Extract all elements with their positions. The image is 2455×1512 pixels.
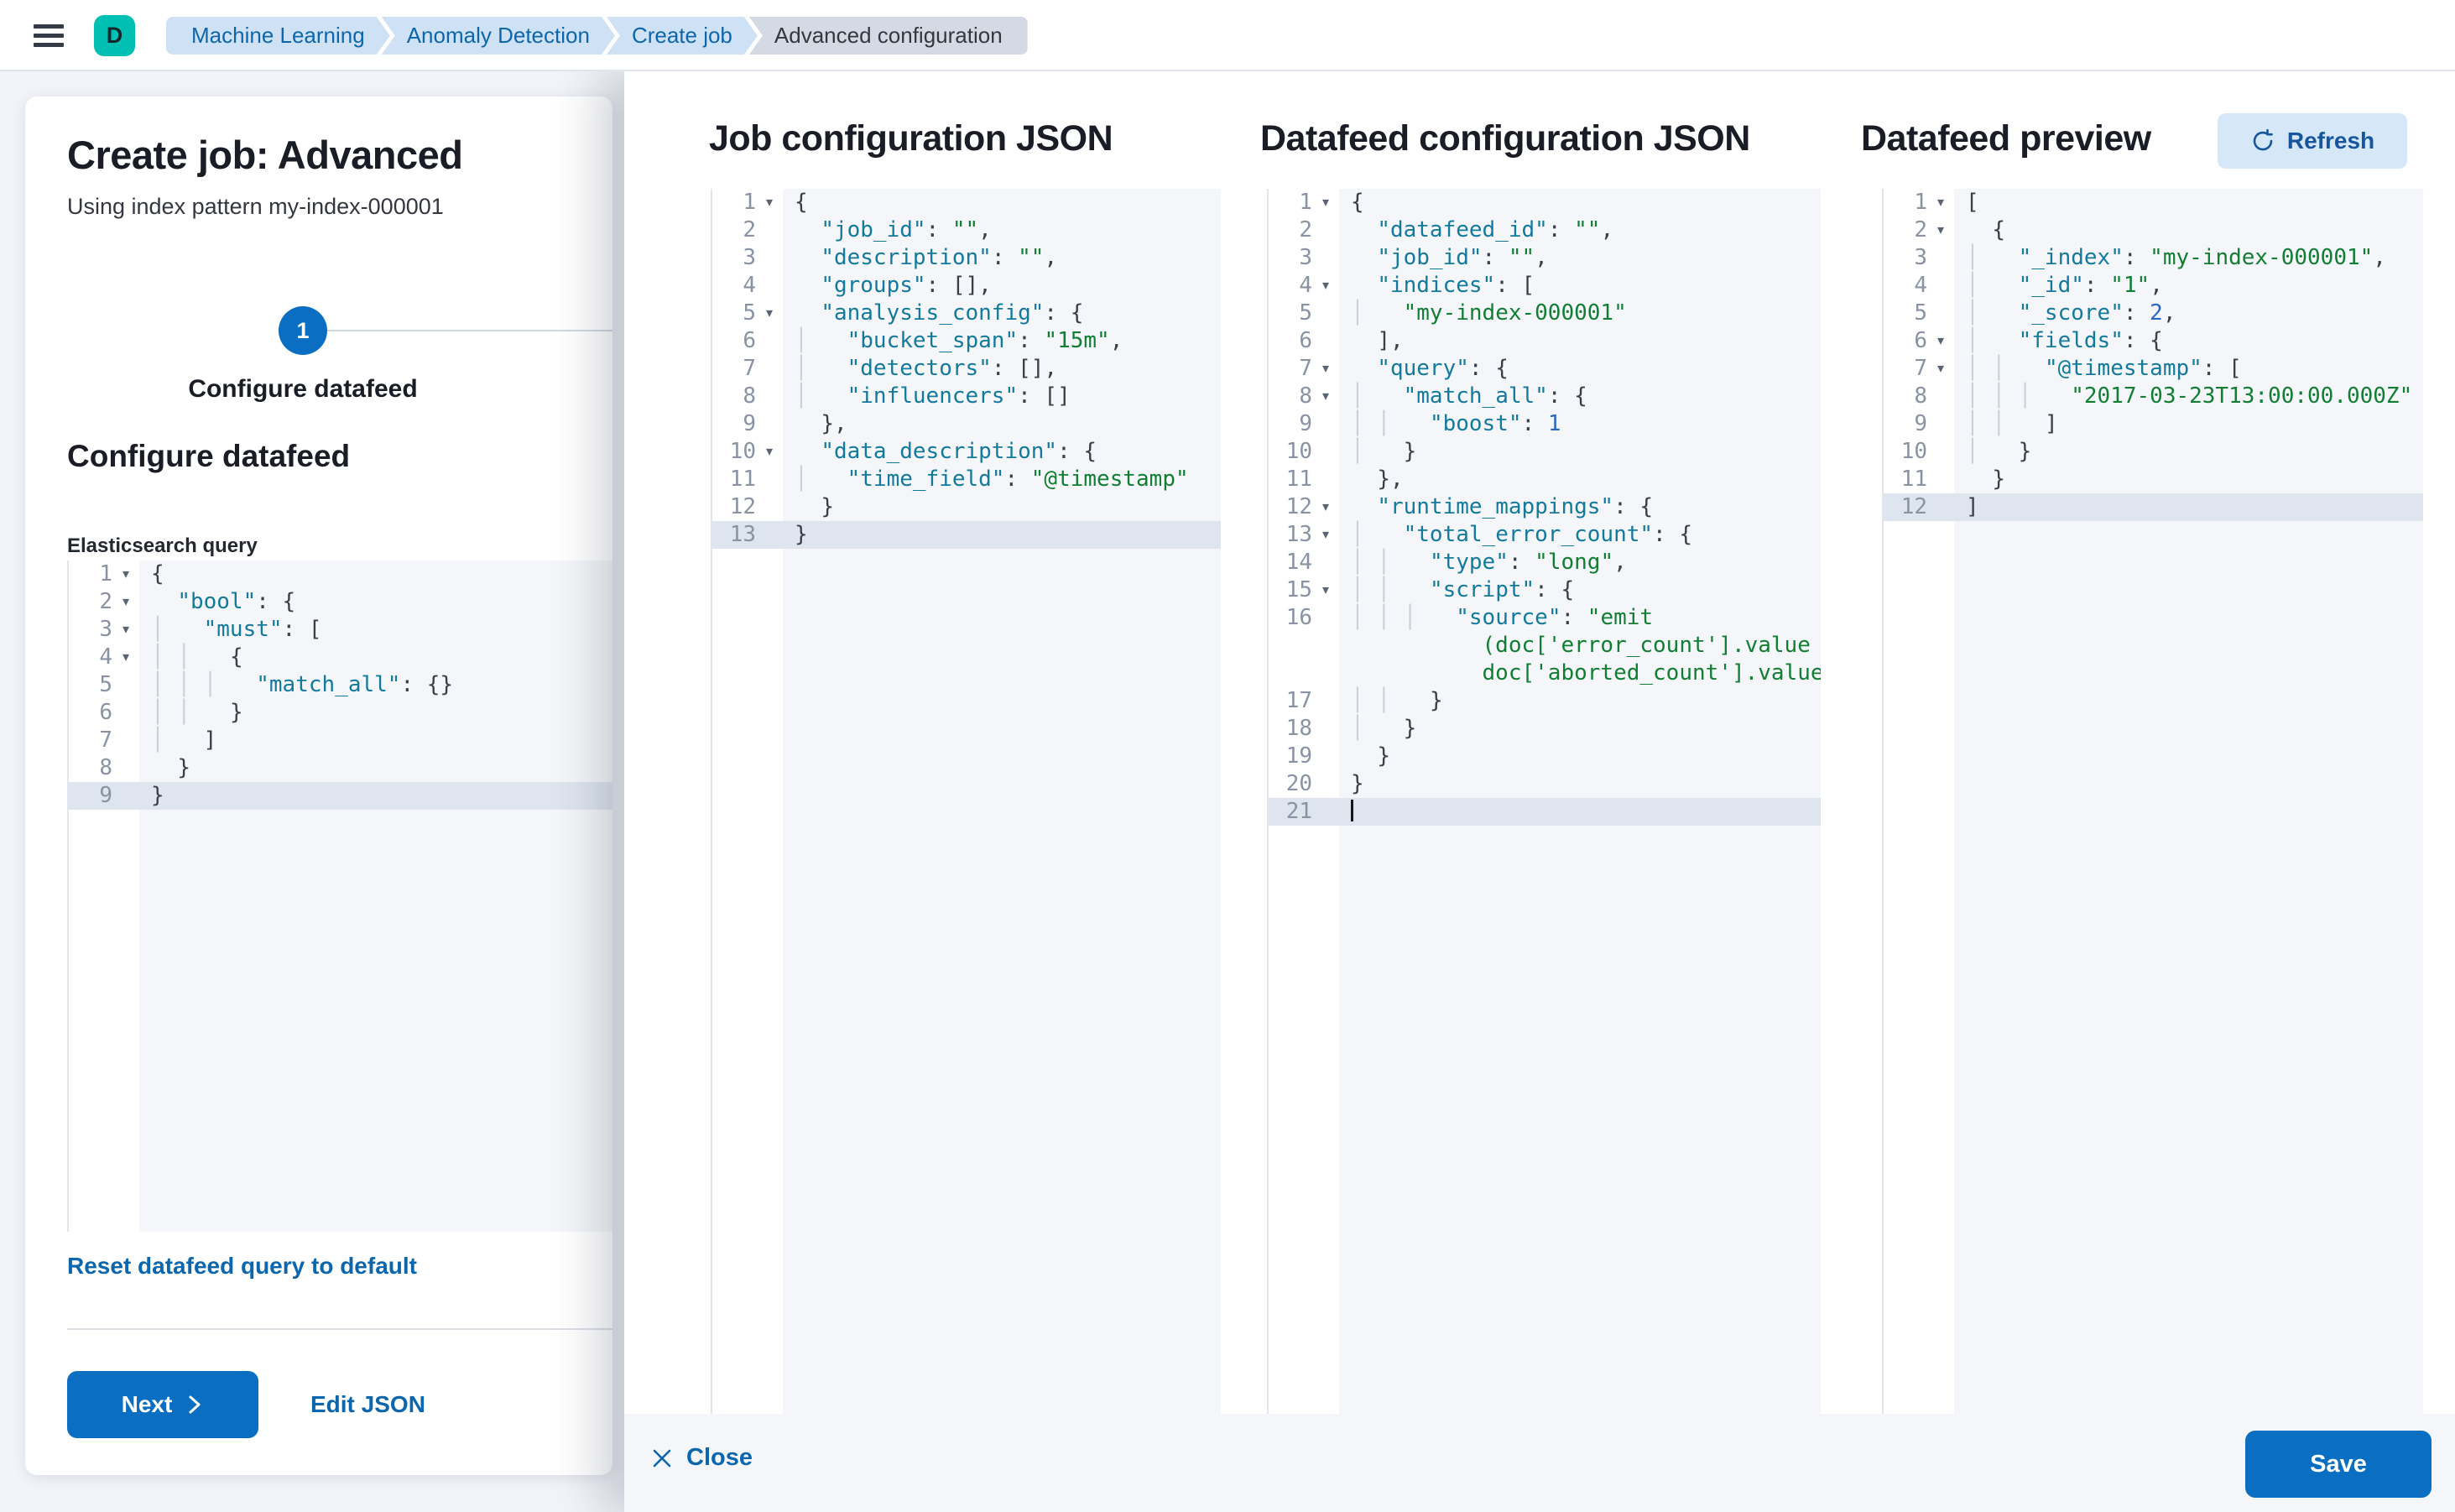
code-line: 10│ } [1900,439,2032,464]
wizard-panel: Create job: Advanced Using index pattern… [25,96,612,1475]
code-line: 6│ "bucket_span": "15m", [743,328,1123,353]
code-line: 4 "groups": [], [743,273,992,298]
job-config-title: Job configuration JSON [709,118,1113,159]
code-line: 17│ │ } [1285,688,1443,713]
code-line-wrap: doc['aborted_count'].value)" [1351,660,1821,686]
code-line: 9} [69,782,612,810]
code-line: 20} [1285,771,1364,796]
chevron-right-icon [189,1395,201,1414]
code-line: 19 } [1285,743,1390,769]
code-line: 10│ } [1285,439,1417,464]
close-button-label: Close [686,1444,753,1471]
next-button[interactable]: Next [67,1371,258,1438]
refresh-icon [2253,128,2273,151]
code-line: 6│ │ } [99,700,243,725]
refresh-button[interactable]: Refresh [2218,113,2407,169]
code-line: 16│ │ │ "source": "emit [1285,605,1654,630]
es-query-label: Elasticsearch query [67,534,258,557]
code-line: 3│ "_index": "my-index-000001", [1914,245,2386,270]
section-heading: Configure datafeed [67,439,351,473]
step-1-indicator[interactable]: 1 [279,306,327,355]
code-line: 7▾ "query": { [1299,356,1509,381]
code-line: 7│ ] [99,727,217,753]
edit-json-link[interactable]: Edit JSON [310,1391,425,1417]
breadcrumb-item-create-job[interactable]: Create job [607,17,758,55]
code-line: 8▾│ "match_all": { [1299,383,1587,409]
code-line: 12▾ "runtime_mappings": { [1285,494,1654,519]
code-line: 12 } [729,494,834,519]
code-line: 2 "job_id": "", [743,217,992,242]
code-line: 8│ "influencers": [] [743,383,1071,409]
space-avatar[interactable]: D [94,15,135,56]
divider [67,1328,612,1330]
code-line: 13} [712,521,1221,549]
code-line: 18│ } [1285,716,1417,741]
code-line: 5│ "_score": 2, [1914,300,2176,326]
code-line: 4│ "_id": "1", [1914,273,2163,298]
code-line: 8 } [99,755,190,780]
code-line: 5│ │ │ "match_all": {} [99,672,454,697]
menu-icon[interactable] [34,24,64,48]
job-config-editor[interactable]: 1▾{2 "job_id": "", 3 "description": "", 4 … [711,189,1221,1414]
code-line: 10▾ "data_description": { [729,439,1097,464]
datafeed-preview-title: Datafeed preview [1861,118,2151,159]
code-line: 11│ "time_field": "@timestamp" [729,467,1189,492]
step-1-label: Configure datafeed [188,375,418,403]
save-button[interactable]: Save [2245,1431,2432,1498]
breadcrumb-item-machine-learning[interactable]: Machine Learning [166,17,390,55]
code-line: 9 }, [743,411,847,436]
page-title: Create job: Advanced [67,133,463,177]
breadcrumb-item-advanced-configuration: Advanced configuration [748,17,1028,55]
code-line: 1▾{ [99,561,164,587]
code-line: 3 "job_id": "", [1299,245,1548,270]
code-line-wrap: (doc['error_count'].value + [1351,633,1821,658]
code-line: 1▾{ [743,190,808,215]
page-subtitle: Using index pattern my-index-000001 [67,194,444,219]
code-line: 2 "datafeed_id": "", [1299,217,1614,242]
code-line: 2▾ "bool": { [99,589,296,614]
refresh-button-label: Refresh [2286,128,2375,154]
code-line: 13▾│ "total_error_count": { [1285,522,1693,547]
code-line: 9│ │ ] [1914,411,2058,436]
code-line: 6 ], [1299,328,1404,353]
edit-json-flyout: Job configuration JSON Datafeed configur… [624,71,2455,1512]
close-icon [653,1449,671,1467]
code-line: 1▾[ [1914,190,1979,215]
code-line: 14│ │ "type": "long", [1285,550,1627,575]
code-line: 7│ "detectors": [], [743,356,1058,381]
code-line: 21 [1269,798,1821,826]
datafeed-config-editor[interactable]: 1▾{2 "datafeed_id": "", 3 "job_id": "", 4▾… [1267,189,1821,1414]
es-query-editor[interactable]: 1▾{2▾ "bool": { 3▾│ "must": [4▾│ │ {5│ │ … [67,560,612,1232]
datafeed-config-title: Datafeed configuration JSON [1260,118,1750,159]
code-line: 12] [1884,493,2423,521]
code-line: 11 }, [1285,467,1404,492]
code-line: 5▾ "analysis_config": { [743,300,1084,326]
step-progress-line [327,330,612,331]
code-line: 8│ │ │ "2017-03-23T13:00:00.000Z" [1914,383,2413,409]
next-button-label: Next [121,1391,173,1417]
code-line: 3 "description": "", [743,245,1058,270]
flyout-footer: Close Save [624,1414,2455,1512]
code-line: 5│ "my-index-000001" [1299,300,1627,326]
code-line: 2▾ { [1914,217,2005,242]
code-line: 4▾│ │ { [99,644,243,670]
code-line: 11 } [1900,467,2005,492]
code-line: 6▾│ "fields": { [1914,328,2163,353]
breadcrumb-item-anomaly-detection[interactable]: Anomaly Detection [382,17,615,55]
code-line: 15▾│ │ "script": { [1285,577,1575,602]
code-line: 4▾ "indices": [ [1299,273,1535,298]
code-line: 9│ │ "boost": 1 [1299,411,1561,436]
datafeed-preview-editor[interactable]: 1▾[2▾ { 3│ "_index": "my-index-000001", 4│… [1882,189,2423,1414]
code-line: 7▾│ │ "@timestamp": [ [1914,356,2242,381]
code-line: 1▾{ [1299,190,1364,215]
close-button[interactable]: Close [651,1444,753,1472]
reset-datafeed-query-link[interactable]: Reset datafeed query to default [67,1253,417,1279]
code-line: 3▾│ "must": [ [99,617,322,642]
